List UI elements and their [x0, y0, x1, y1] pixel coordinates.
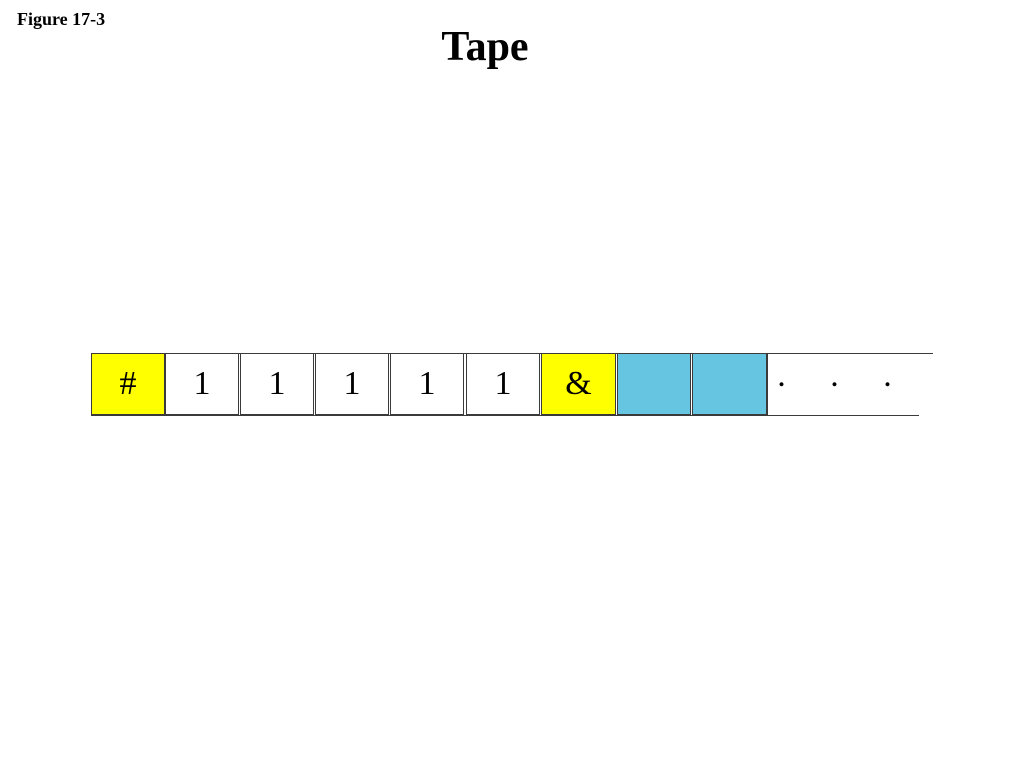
tape-cell-symbol: 1	[418, 365, 436, 402]
tape-cell-4: 1	[315, 353, 389, 415]
tape-cell-2: 1	[165, 353, 239, 415]
tape-cell-symbol: 1	[343, 365, 361, 402]
tape-cell-symbol: #	[119, 365, 137, 402]
tape-top-edge-extension	[919, 353, 933, 354]
tape-cell-8	[617, 353, 691, 415]
tape-cell-5: 1	[390, 353, 464, 415]
tape-cell-3: 1	[240, 353, 314, 415]
tape-cell-symbol: 1	[193, 365, 211, 402]
tape-cell-symbol: 1	[494, 365, 512, 402]
tape-cell-6: 1	[466, 353, 540, 415]
continuation-dots: . . .	[777, 357, 910, 394]
tape-bottom-edge	[91, 415, 919, 416]
tape-cell-symbol: &	[565, 365, 592, 402]
tape-cell-symbol: 1	[268, 365, 286, 402]
tape-cell-9	[692, 353, 767, 415]
figure-label: Figure 17-3	[17, 9, 106, 29]
tape-continuation: . . .	[767, 353, 919, 415]
tape-diagram: # 1 1 1 1 1 & . . .	[91, 353, 933, 417]
tape-cell-1: #	[91, 353, 165, 415]
slide-title: Tape	[441, 24, 529, 70]
tape-cell-7: &	[541, 353, 616, 415]
